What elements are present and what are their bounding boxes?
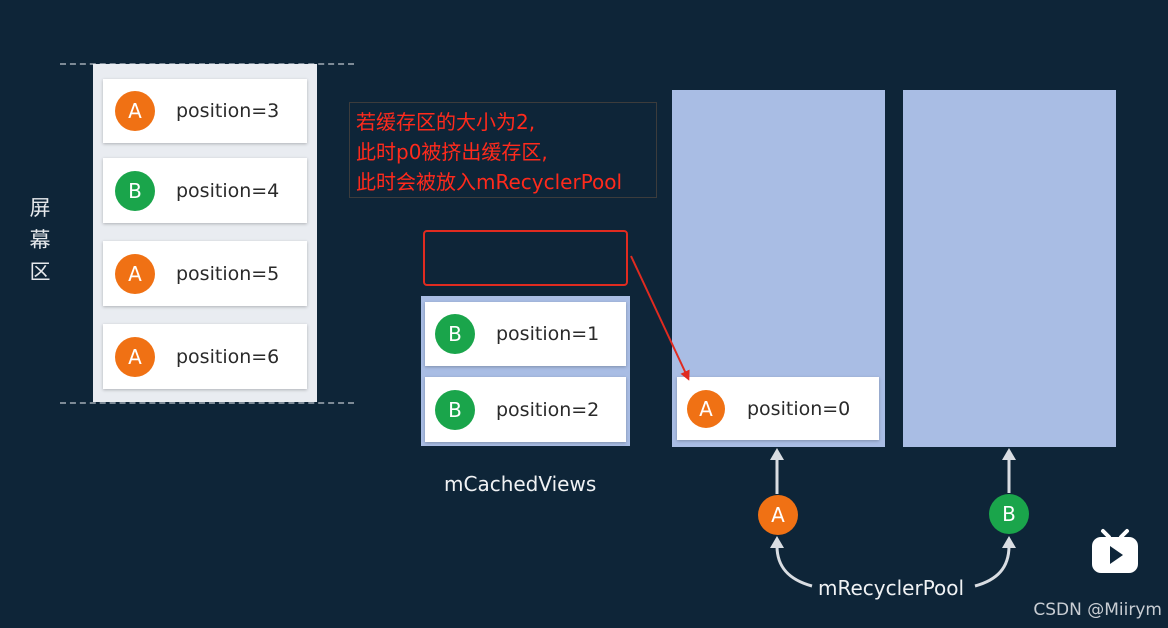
cached-item-2: B position=2 — [425, 377, 626, 442]
curve-arrow-a — [775, 545, 813, 588]
tv-logo-icon — [1092, 529, 1138, 573]
view-type-a-badge: A — [115, 336, 155, 377]
view-type-a-badge: A — [687, 389, 725, 428]
screen-item-position: position=3 — [176, 100, 280, 122]
screen-item-position: position=5 — [176, 262, 280, 285]
cached-item-position: position=1 — [496, 323, 600, 345]
pool-item: A position=0 — [677, 377, 879, 440]
eviction-note: 若缓存区的大小为2, 此时p0被挤出缓存区, 此时会被放入mRecyclerPo… — [349, 102, 657, 198]
cached-item-position: position=2 — [496, 398, 600, 421]
screen-item-4: A position=6 — [103, 324, 307, 389]
screen-item-position: position=6 — [176, 345, 280, 368]
note-line-2: 此时p0被挤出缓存区, — [356, 140, 548, 164]
view-type-b-badge: B — [435, 314, 475, 354]
note-line-1: 若缓存区的大小为2, — [356, 110, 536, 134]
screen-item-position: position=4 — [176, 179, 280, 202]
screen-bottom-boundary — [60, 402, 354, 404]
screen-item-1: A position=3 — [103, 79, 307, 143]
screen-item-2: B position=4 — [103, 158, 307, 223]
cached-views-label: mCachedViews — [444, 472, 597, 496]
recycler-pool-label: mRecyclerPool — [818, 576, 965, 600]
screen-item-3: A position=5 — [103, 241, 307, 306]
evicted-slot-outline — [423, 230, 628, 286]
pool-item-position: position=0 — [747, 397, 851, 420]
curve-arrow-b — [974, 545, 1011, 588]
note-line-3: 此时会被放入mRecyclerPool — [356, 170, 623, 194]
pool-type-b-badge: B — [989, 494, 1029, 534]
watermark: CSDN @Miirym — [1033, 600, 1162, 620]
pool-type-a-badge: A — [758, 495, 798, 535]
cached-item-1: B position=1 — [425, 302, 626, 366]
eviction-arrow — [630, 255, 690, 381]
view-type-b-badge: B — [115, 170, 155, 211]
view-type-b-badge: B — [435, 389, 475, 430]
view-type-a-badge: A — [115, 91, 155, 131]
screen-area-label: 屏幕区 — [29, 196, 51, 284]
pool-panel-type-b — [903, 90, 1116, 447]
view-type-a-badge: A — [115, 253, 155, 294]
